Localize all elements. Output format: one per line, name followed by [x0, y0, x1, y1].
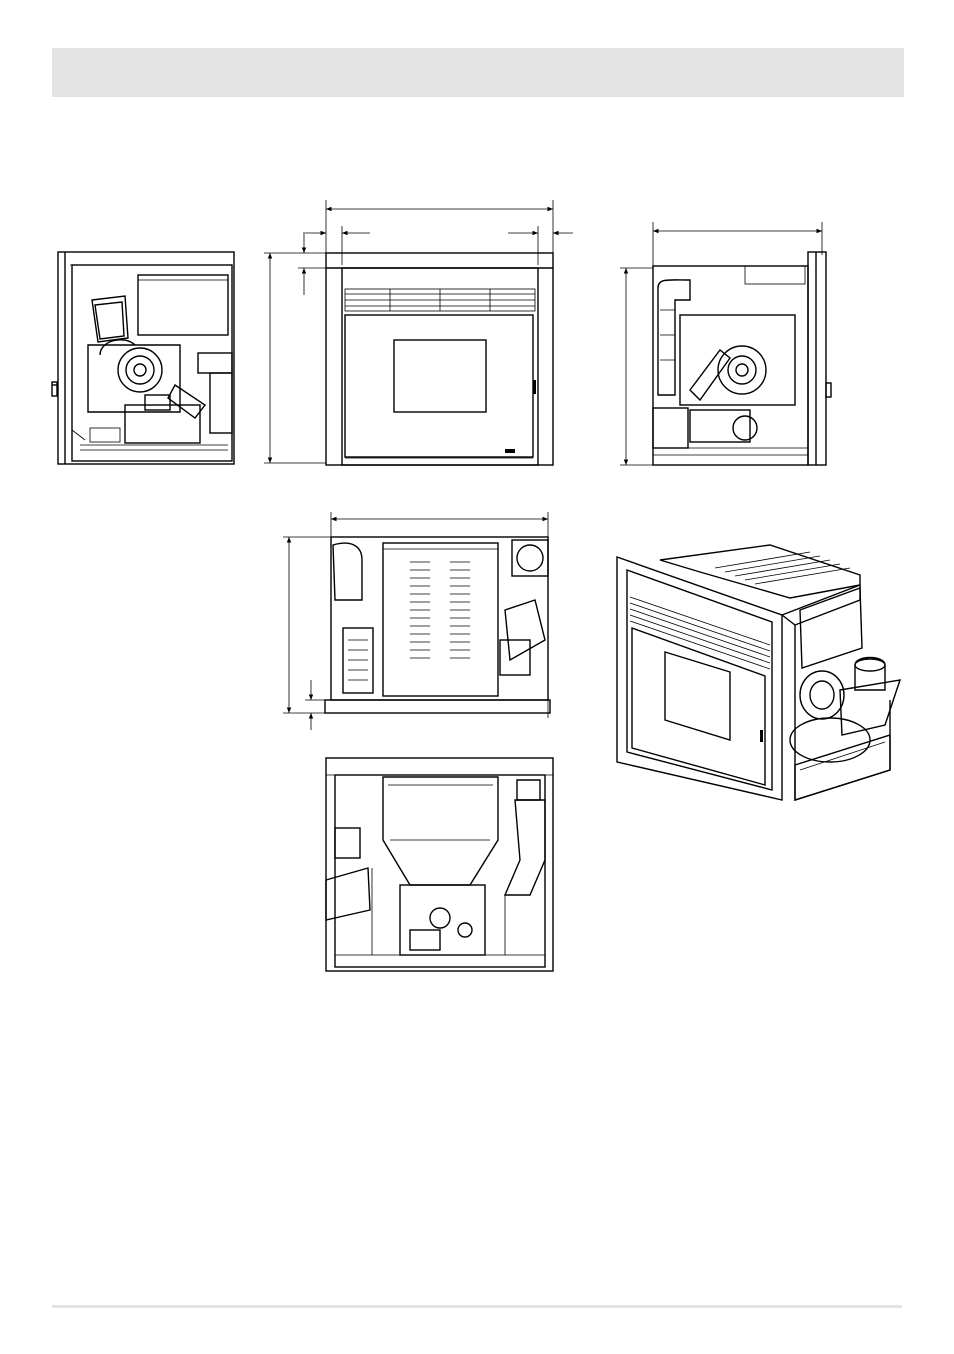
footer-rule [52, 1305, 902, 1308]
header-band [52, 48, 904, 97]
right-side-view [620, 222, 832, 466]
isometric-view [616, 544, 902, 801]
bottom-view [325, 757, 554, 972]
top-vent-slots [410, 561, 470, 659]
top-view [283, 512, 551, 730]
front-view [264, 200, 573, 466]
left-side-view [51, 251, 235, 465]
